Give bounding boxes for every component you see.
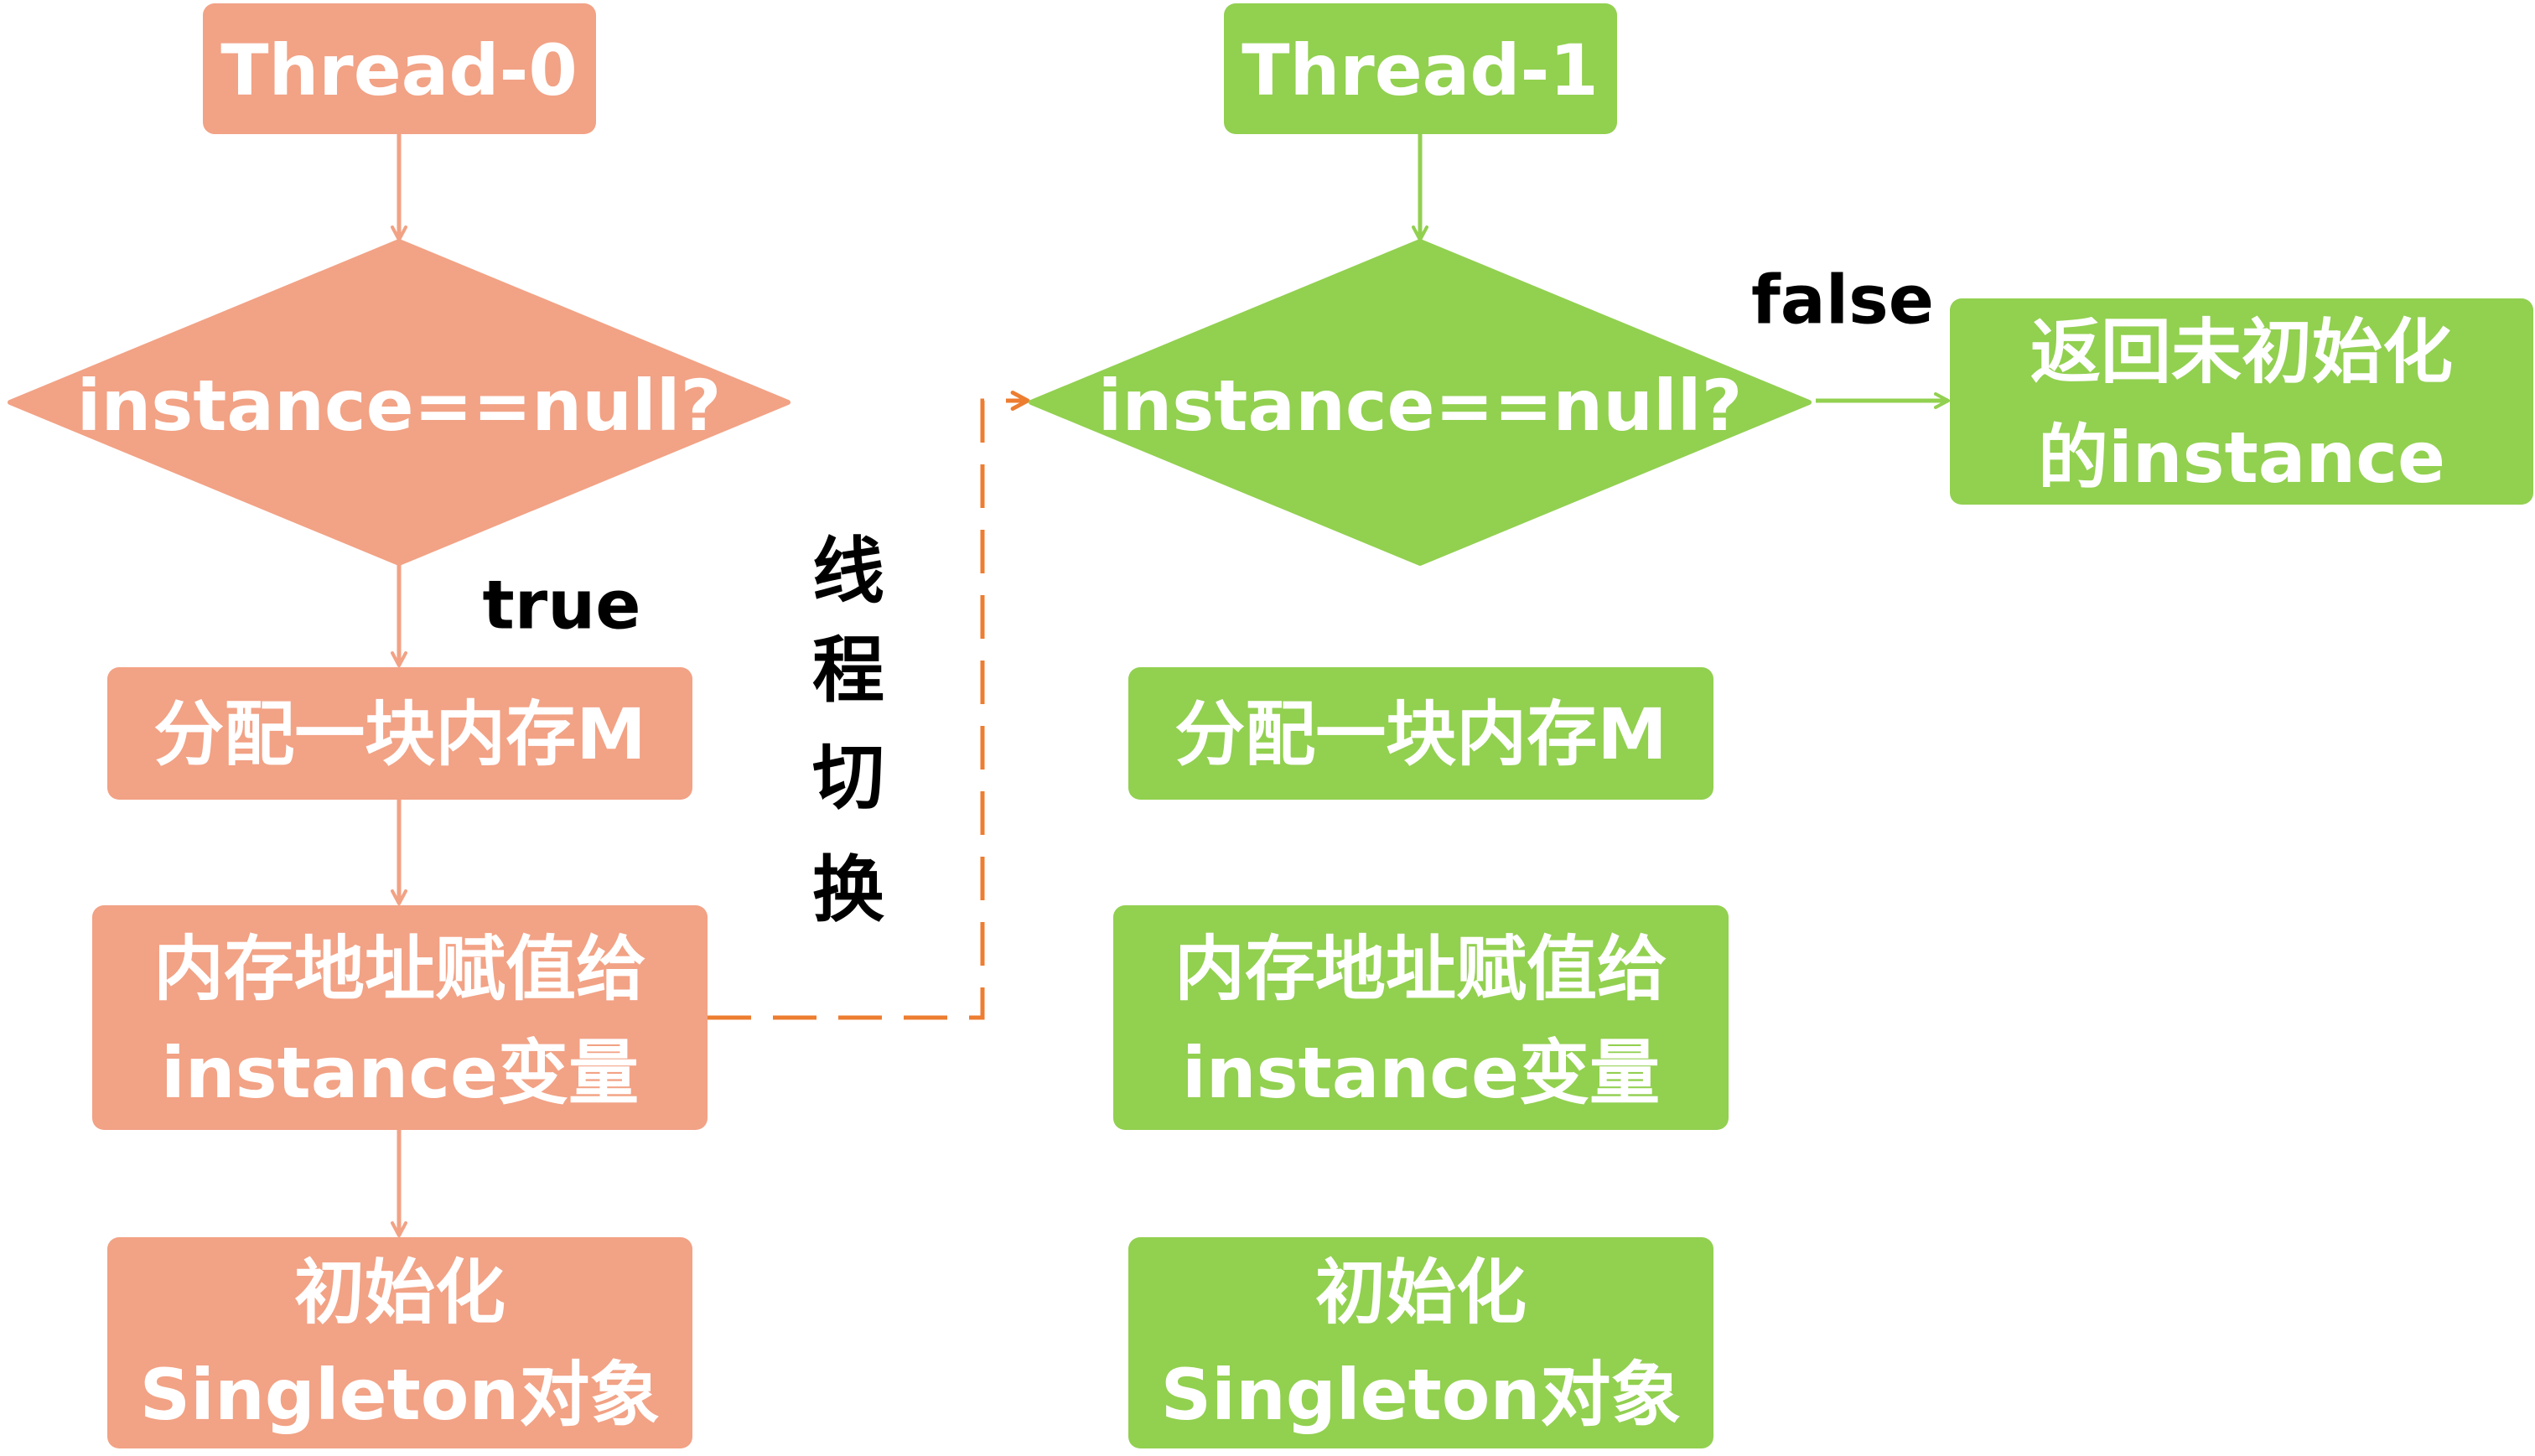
thread1-check-node: instance==null? xyxy=(1029,239,1812,566)
thread1-assign-node: 内存地址赋值给 instance变量 xyxy=(1113,905,1729,1130)
thread0-init-node: 初始化 Singleton对象 xyxy=(107,1237,692,1448)
thread1-result-node: 返回未初始化 的instance xyxy=(1950,298,2533,505)
thread1-alloc-node: 分配一块内存M xyxy=(1128,667,1713,800)
thread-switch: 线 程 切 换 xyxy=(708,391,1030,1020)
switch-label-char-1: 线 xyxy=(812,530,884,614)
true-label: true xyxy=(483,567,641,645)
thread1-init-node: 初始化 Singleton对象 xyxy=(1128,1237,1713,1448)
thread1-init-line1: 初始化 xyxy=(1315,1251,1527,1334)
switch-label-char-3: 切 xyxy=(812,736,884,820)
thread0-alloc-node: 分配一块内存M xyxy=(107,667,692,800)
thread0-check-text: instance==null? xyxy=(77,365,722,447)
thread1-init-line2: Singleton对象 xyxy=(1161,1354,1682,1436)
thread1-assign-line1: 内存地址赋值给 xyxy=(1174,928,1667,1010)
thread0-check-node: instance==null? xyxy=(8,239,791,566)
thread0-alloc-text: 分配一块内存M xyxy=(153,693,646,775)
switch-label-char-4: 换 xyxy=(812,848,884,932)
thread0-assign-node: 内存地址赋值给 instance变量 xyxy=(92,905,708,1130)
thread0-init-line1: 初始化 xyxy=(294,1251,505,1334)
thread0-column: Thread-0 instance==null? true 分配一块内存M 内存… xyxy=(8,3,791,1448)
thread0-init-line2: Singleton对象 xyxy=(140,1354,661,1436)
thread1-title-text: Thread-1 xyxy=(1242,29,1599,111)
thread-switch-dashed-edge xyxy=(708,391,1030,1020)
thread1-column: Thread-1 instance==null? false 返回未初始化 的i… xyxy=(1029,3,2533,1448)
thread0-title-text: Thread-0 xyxy=(220,29,578,111)
thread0-assign-line1: 内存地址赋值给 xyxy=(153,928,646,1010)
thread1-alloc-text: 分配一块内存M xyxy=(1174,693,1667,775)
thread1-assign-line2: instance变量 xyxy=(1182,1032,1660,1114)
thread1-result-line2: 的instance xyxy=(2038,417,2445,499)
thread1-result-line1: 返回未初始化 xyxy=(2030,311,2453,393)
thread0-title-node: Thread-0 xyxy=(203,3,596,134)
thread1-title-node: Thread-1 xyxy=(1224,3,1617,134)
false-label: false xyxy=(1751,262,1934,339)
switch-label-char-2: 程 xyxy=(812,629,884,712)
thread1-check-text: instance==null? xyxy=(1098,365,1743,447)
thread0-assign-line2: instance变量 xyxy=(161,1032,639,1114)
